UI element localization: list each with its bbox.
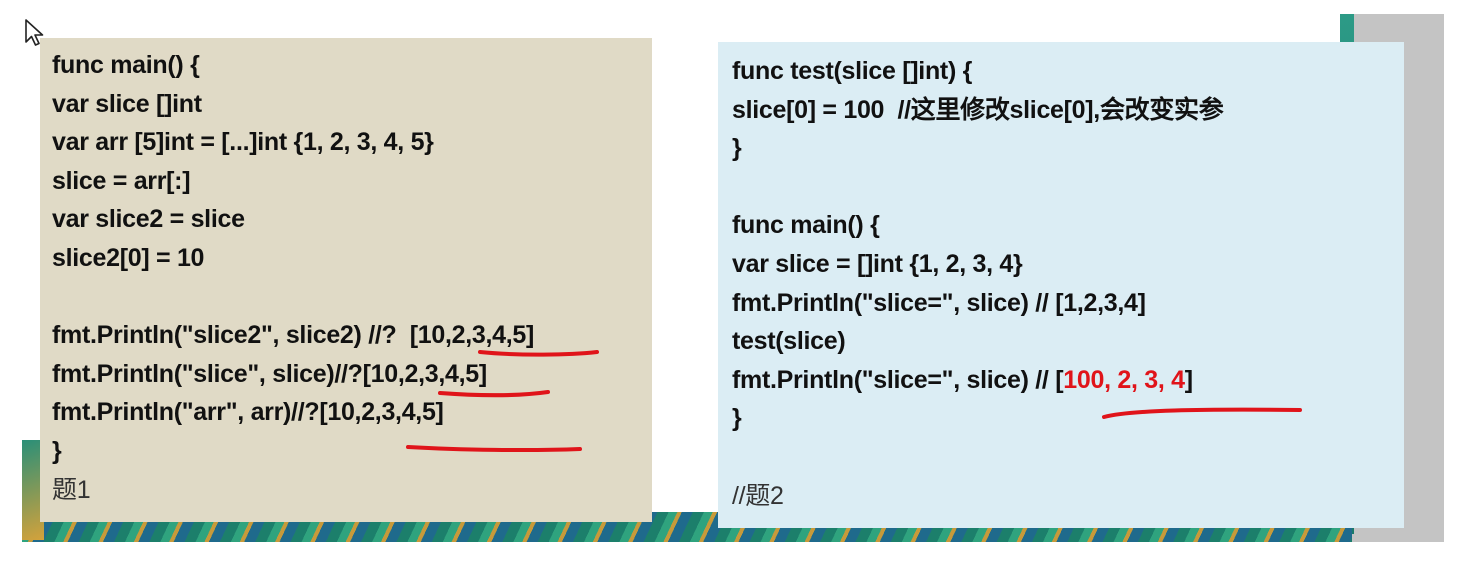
code-block-question-1: func main() { var slice []int var arr [5… <box>52 46 534 509</box>
code-line: func main() { <box>52 51 200 79</box>
code-line: slice[0] = 100 //这里修改slice[0],会改变实参 <box>732 95 1224 124</box>
blank-line <box>732 438 1223 477</box>
code-block-question-2: func test(slice []int) { slice[0] = 100 … <box>732 52 1224 515</box>
code-line: slice2[0] = 10 <box>52 243 205 272</box>
code-line: } <box>732 134 742 163</box>
result-prefix: fmt.Println("slice=", slice) // [ <box>732 365 1064 394</box>
code-line: fmt.Println("slice", slice)//?[10,2,3,4,… <box>52 359 487 388</box>
code-panel-question-2: func test(slice []int) { slice[0] = 100 … <box>718 42 1404 528</box>
result-value-highlight: 100, 2, 3, 4 <box>1063 365 1185 394</box>
code-line: func main() { <box>732 211 880 240</box>
code-line: func test(slice []int) { <box>732 57 973 85</box>
code-panel-question-1: func main() { var slice []int var arr [5… <box>40 38 652 522</box>
code-line: var slice []int <box>52 89 202 118</box>
mouse-cursor-icon <box>25 19 44 46</box>
code-line: test(slice) <box>732 327 846 356</box>
question-label: 题1 <box>52 475 91 504</box>
slide-decor-left-corner <box>22 440 44 540</box>
code-line: fmt.Println("arr", arr)//?[10,2,3,4,5] <box>52 398 444 427</box>
code-line: var slice2 = slice <box>52 205 245 234</box>
code-line: var slice = []int {1, 2, 3, 4} <box>732 249 1023 278</box>
code-line: fmt.Println("slice=", slice) // [1,2,3,4… <box>732 288 1146 317</box>
result-suffix: ] <box>1184 365 1193 394</box>
code-line: var arr [5]int = [...]int {1, 2, 3, 4, 5… <box>52 128 434 157</box>
blank-line <box>52 278 534 317</box>
code-line: fmt.Println("slice2", slice2) //? [10,2,… <box>52 321 535 350</box>
question-label: //题2 <box>732 481 784 510</box>
code-line: slice = arr[:] <box>52 166 191 195</box>
code-line-result: fmt.Println("slice=", slice) // [100, 2,… <box>732 361 1223 400</box>
blank-line <box>732 168 1223 207</box>
code-line: } <box>52 436 62 465</box>
code-line: } <box>732 404 742 433</box>
